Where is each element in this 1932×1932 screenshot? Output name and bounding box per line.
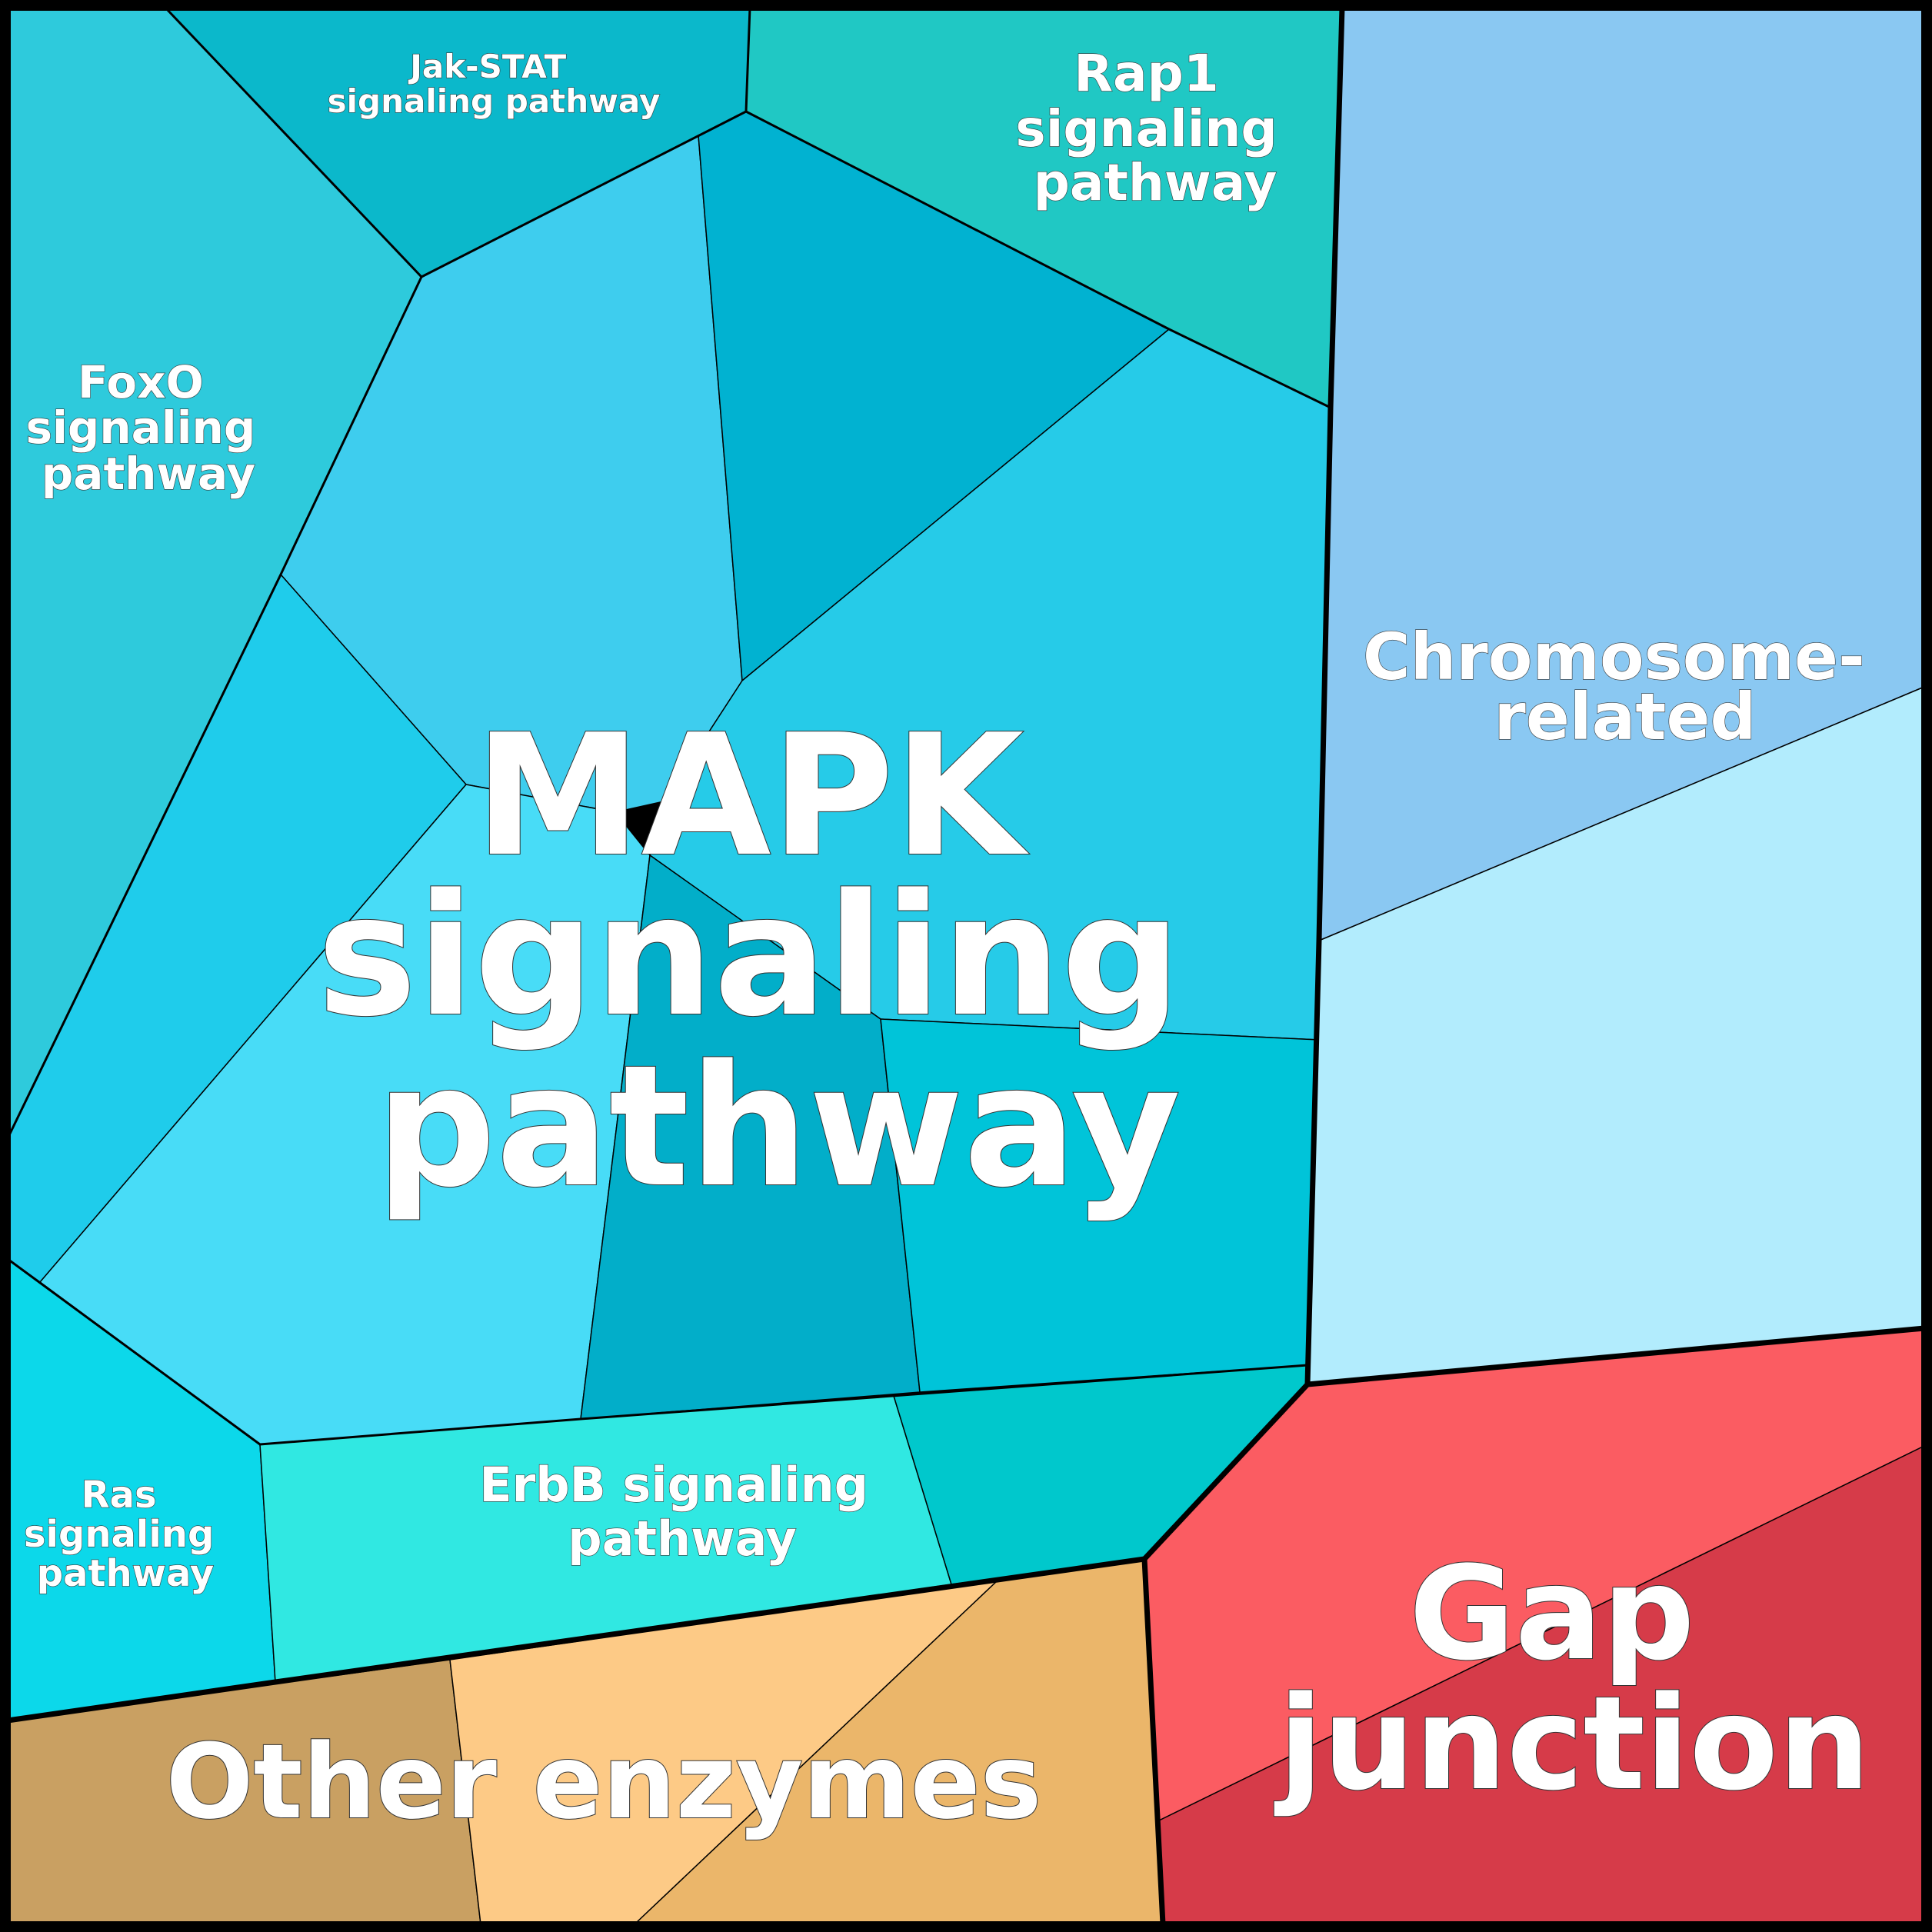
label-chromosome-group: Chromosome- related [1363,619,1887,754]
label-jak-stat: Jak-STAT signaling pathway [328,48,661,120]
label-erbb: ErbB signaling pathway [479,1457,884,1567]
label-other-group: Other enzymes [166,1722,1042,1842]
seam-foxo [6,6,423,1140]
group-borders [5,5,1927,1927]
label-rap1: Rap1 signaling pathway [1015,44,1294,212]
seam-rap1 [744,110,1332,409]
labels-layer: Rap1 signaling pathway Jak-STAT signalin… [23,43,1887,1843]
label-mapk-group: MAPK signaling pathway [317,699,1239,1224]
border-gap-other [1141,1556,1166,1927]
label-foxo: FoxO signaling pathway [25,356,271,500]
cells-layer [7,7,1925,1925]
label-ras: Ras signaling pathway [24,1474,227,1595]
border-mapk-chromosome [1304,5,1345,1387]
border-mapk-other [5,1556,1148,1724]
border-mapk-gap [1141,1381,1311,1562]
seam-ras [6,1257,1309,1446]
border-chromosome-gap [1304,1325,1927,1387]
label-gap-group: Gap junction [1274,1538,1870,1819]
